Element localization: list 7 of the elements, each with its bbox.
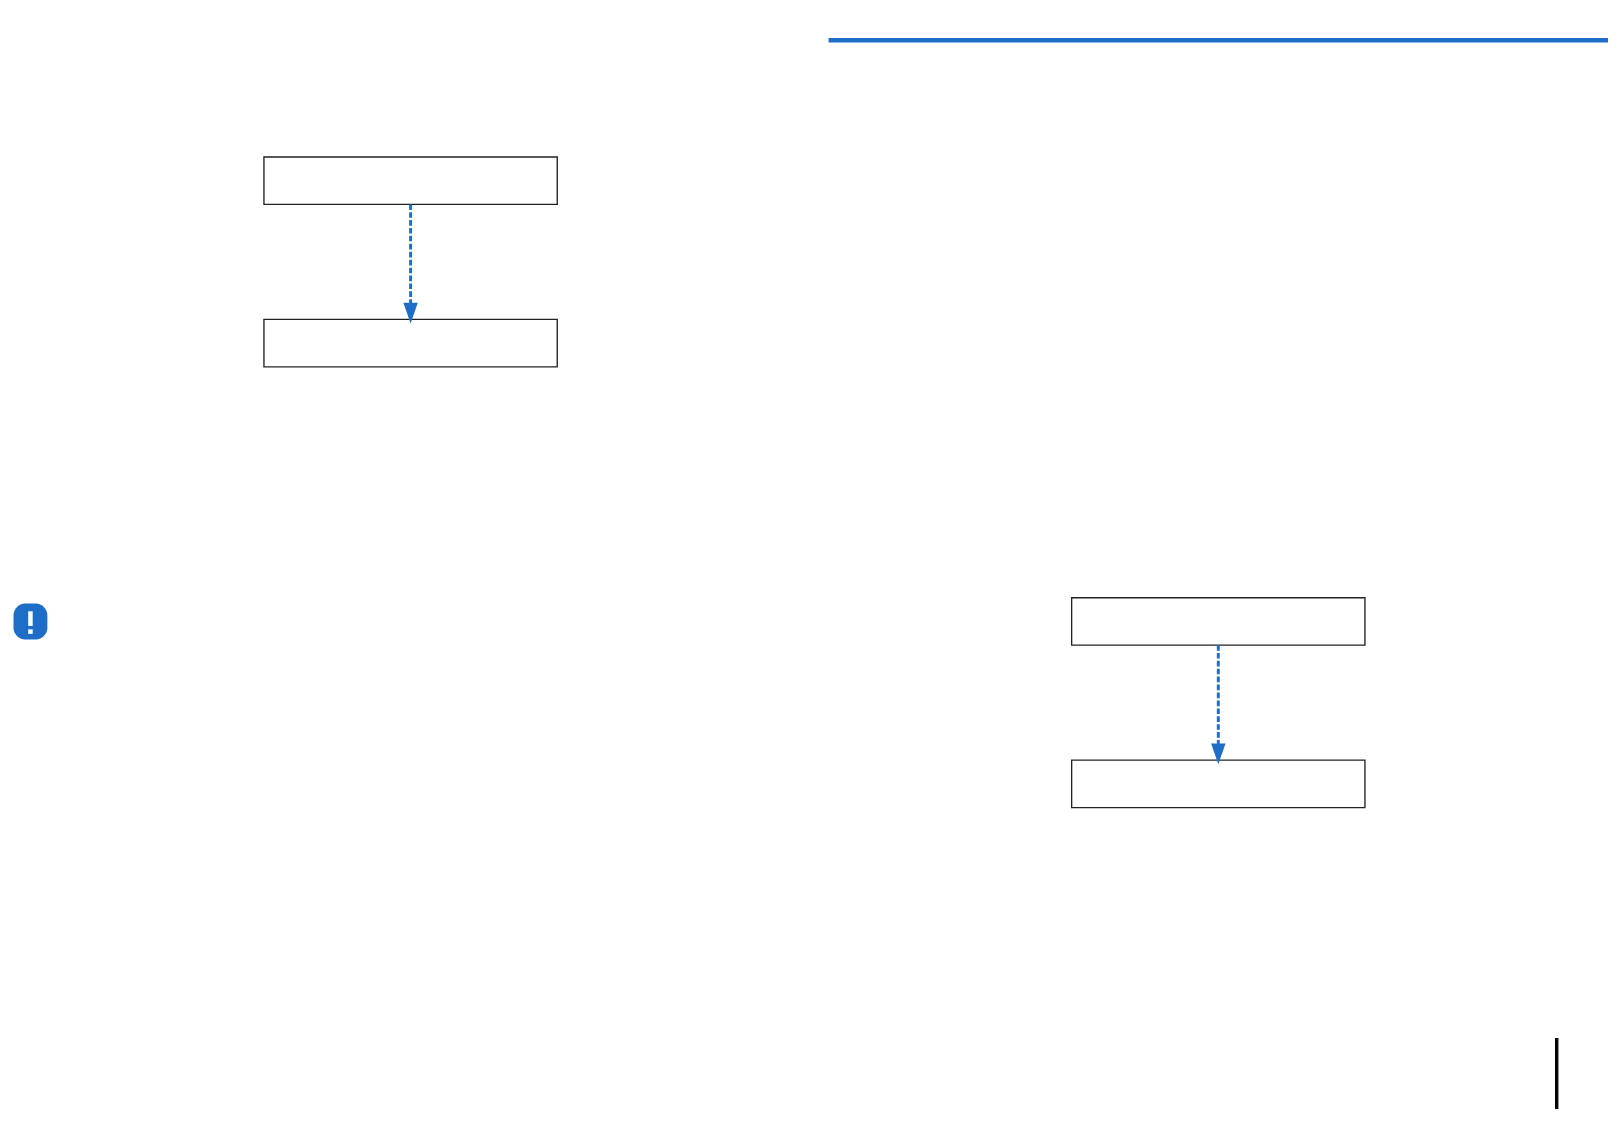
- arrow: [1210, 645, 1225, 765]
- node-picture: [13, 603, 47, 640]
- node-box: [1070, 597, 1366, 646]
- node-box: [262, 318, 558, 368]
- node-box: [262, 156, 558, 206]
- arrow: [402, 204, 418, 324]
- node-box: [1070, 759, 1366, 809]
